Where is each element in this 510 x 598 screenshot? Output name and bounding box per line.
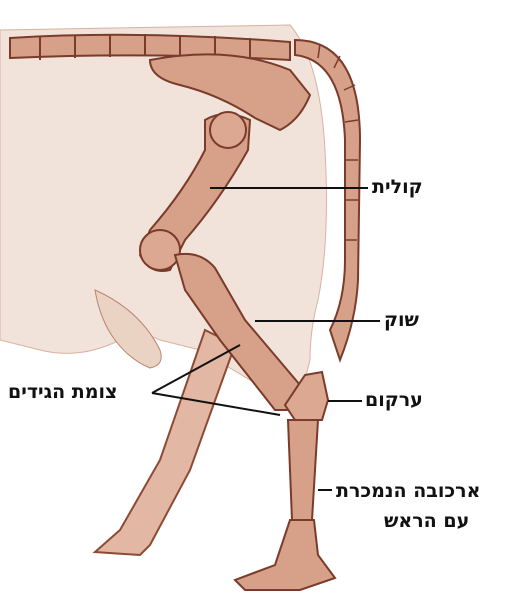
label-tibia: שוק <box>384 309 419 331</box>
label-femur: קולית <box>372 176 423 198</box>
far-leg <box>95 330 235 555</box>
cannon-bone <box>288 420 318 520</box>
knee-joint <box>140 230 180 270</box>
hip-joint <box>210 112 246 148</box>
label-tendon-junction: צומת הגידים <box>8 381 117 403</box>
spine <box>10 35 290 60</box>
lower-leg <box>235 520 335 590</box>
label-rear-knee-line2: עם הראש <box>384 510 469 532</box>
label-hock: ערקום <box>365 389 423 411</box>
label-rear-knee-line1: ארכובה הנמכרת <box>336 480 480 502</box>
